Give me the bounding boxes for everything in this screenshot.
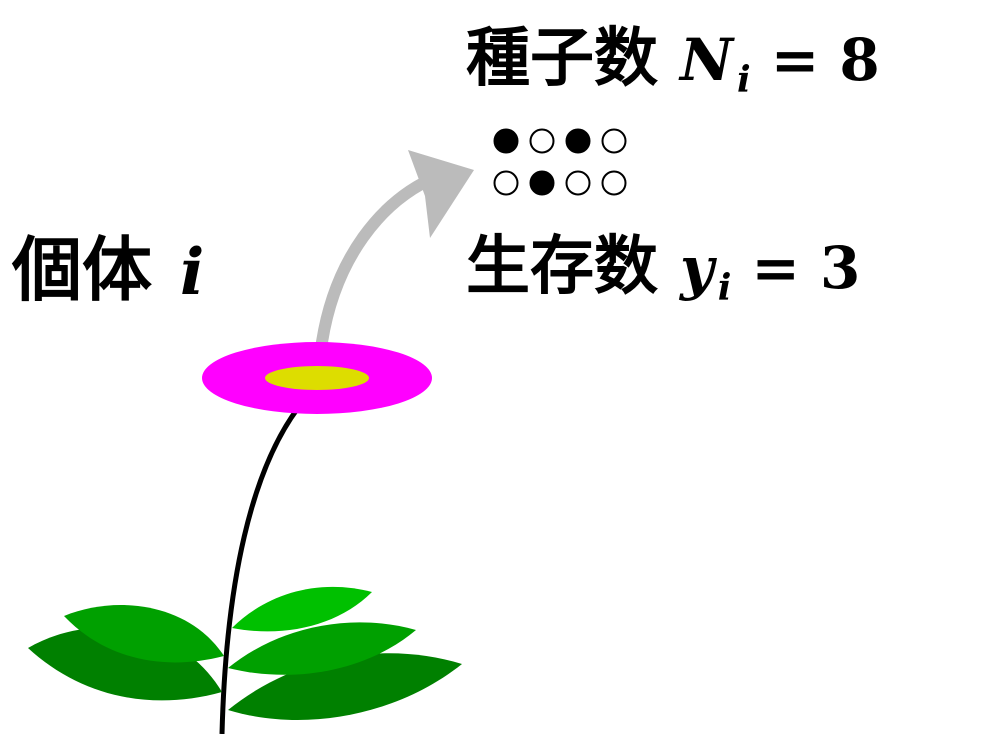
arrow [316,150,474,348]
seed-count-var: N [678,26,735,94]
flower-center [265,366,369,390]
survivor-count-value: 3 [820,234,860,302]
seed-survived [493,128,519,154]
seed-grid [493,128,627,196]
survivor-count-eq: = [751,234,800,302]
individual-label: 個体 i [11,229,204,311]
plant-stem [219,406,301,734]
plant [28,342,462,734]
seed-survived [529,170,555,196]
survivor-count-var: y [678,234,718,302]
leaf-right-middle [228,622,416,675]
survivor-count-kanji: 生存数 [466,230,658,304]
survivor-count-sub: i [718,267,732,309]
seed-count-eq: = [771,26,820,94]
survivor-count-label: 生存数 y i = 3 [466,230,860,309]
arrow-shaft [316,170,444,348]
seed-dead [565,170,591,196]
seed-dead [493,170,519,196]
seed-count-label: 種子数 N i = 8 [466,22,880,101]
arrow-head [408,150,474,238]
seed-dead [529,128,555,154]
leaf-left-upper [64,605,224,663]
seed-count-sub: i [737,59,751,101]
seed-survived [565,128,591,154]
seed-dead [601,170,627,196]
individual-kanji: 個体 [11,229,152,311]
leaf-right-upper [232,586,372,632]
seed-count-value: 8 [839,26,879,94]
individual-var: i [180,235,204,310]
seed-count-kanji: 種子数 [466,22,658,96]
leaf-right-lower [228,653,462,720]
seed-dead [601,128,627,154]
